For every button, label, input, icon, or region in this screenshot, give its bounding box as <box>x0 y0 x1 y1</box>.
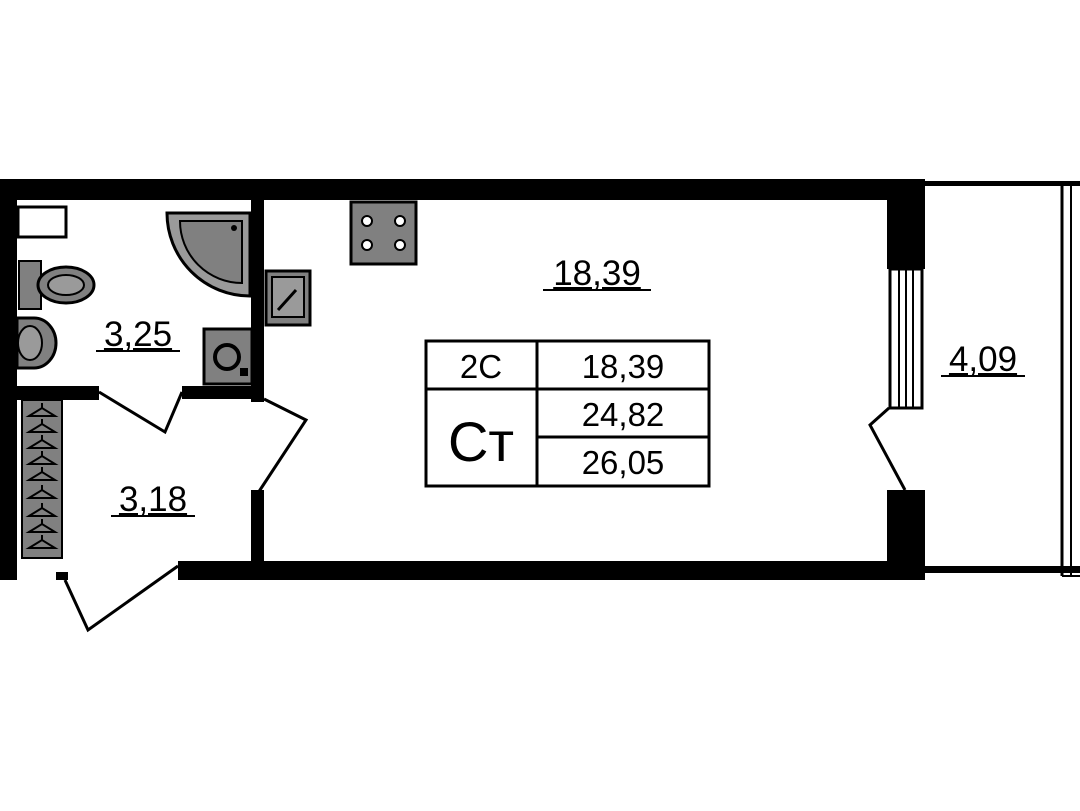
bottom-wall <box>178 561 925 580</box>
washing-machine-icon <box>16 205 68 239</box>
bathroom-bottom-wall-right <box>182 386 264 399</box>
balcony-window <box>888 267 924 410</box>
shower-tray-icon <box>165 211 252 298</box>
stove-icon <box>349 200 418 266</box>
kitchen-sink-icon <box>264 269 312 327</box>
balcony-railing <box>1060 186 1080 577</box>
right-pillar-top <box>887 179 925 269</box>
bathroom-room-partition <box>251 200 264 402</box>
balcony-door <box>868 406 907 491</box>
room-door <box>256 397 309 494</box>
main-room-area-label: 18,39 <box>553 254 641 293</box>
top-wall <box>0 179 925 200</box>
boiler-icon <box>202 327 254 386</box>
hall-room-partition <box>251 490 264 562</box>
apartment-info-table: 2С Ст 18,39 24,82 26,05 <box>424 339 711 488</box>
type-abbr-cell: Ст <box>448 410 514 473</box>
right-pillar-bottom <box>887 490 925 580</box>
bathroom-door <box>98 390 184 435</box>
balcony-area-label: 4,09 <box>949 340 1017 379</box>
bathroom-area-label: 3,25 <box>104 315 172 354</box>
living-area-cell: 18,39 <box>582 348 665 385</box>
walls <box>0 179 1080 580</box>
balcony-top-line <box>925 181 1080 186</box>
hallway-area-label: 3,18 <box>119 480 187 519</box>
total-area-with-balcony-cell: 26,05 <box>582 444 665 481</box>
entry-door <box>63 564 179 633</box>
toilet-icon <box>18 260 96 310</box>
entry-wall-stub <box>56 572 68 580</box>
total-area-cell: 24,82 <box>582 396 665 433</box>
type-code-cell: 2С <box>460 348 502 385</box>
wardrobe-icon <box>21 399 63 559</box>
bathroom-bottom-wall-left <box>17 386 99 400</box>
left-wall <box>0 179 17 580</box>
balcony-bottom-line <box>925 566 1080 573</box>
washbasin-icon <box>15 316 58 370</box>
